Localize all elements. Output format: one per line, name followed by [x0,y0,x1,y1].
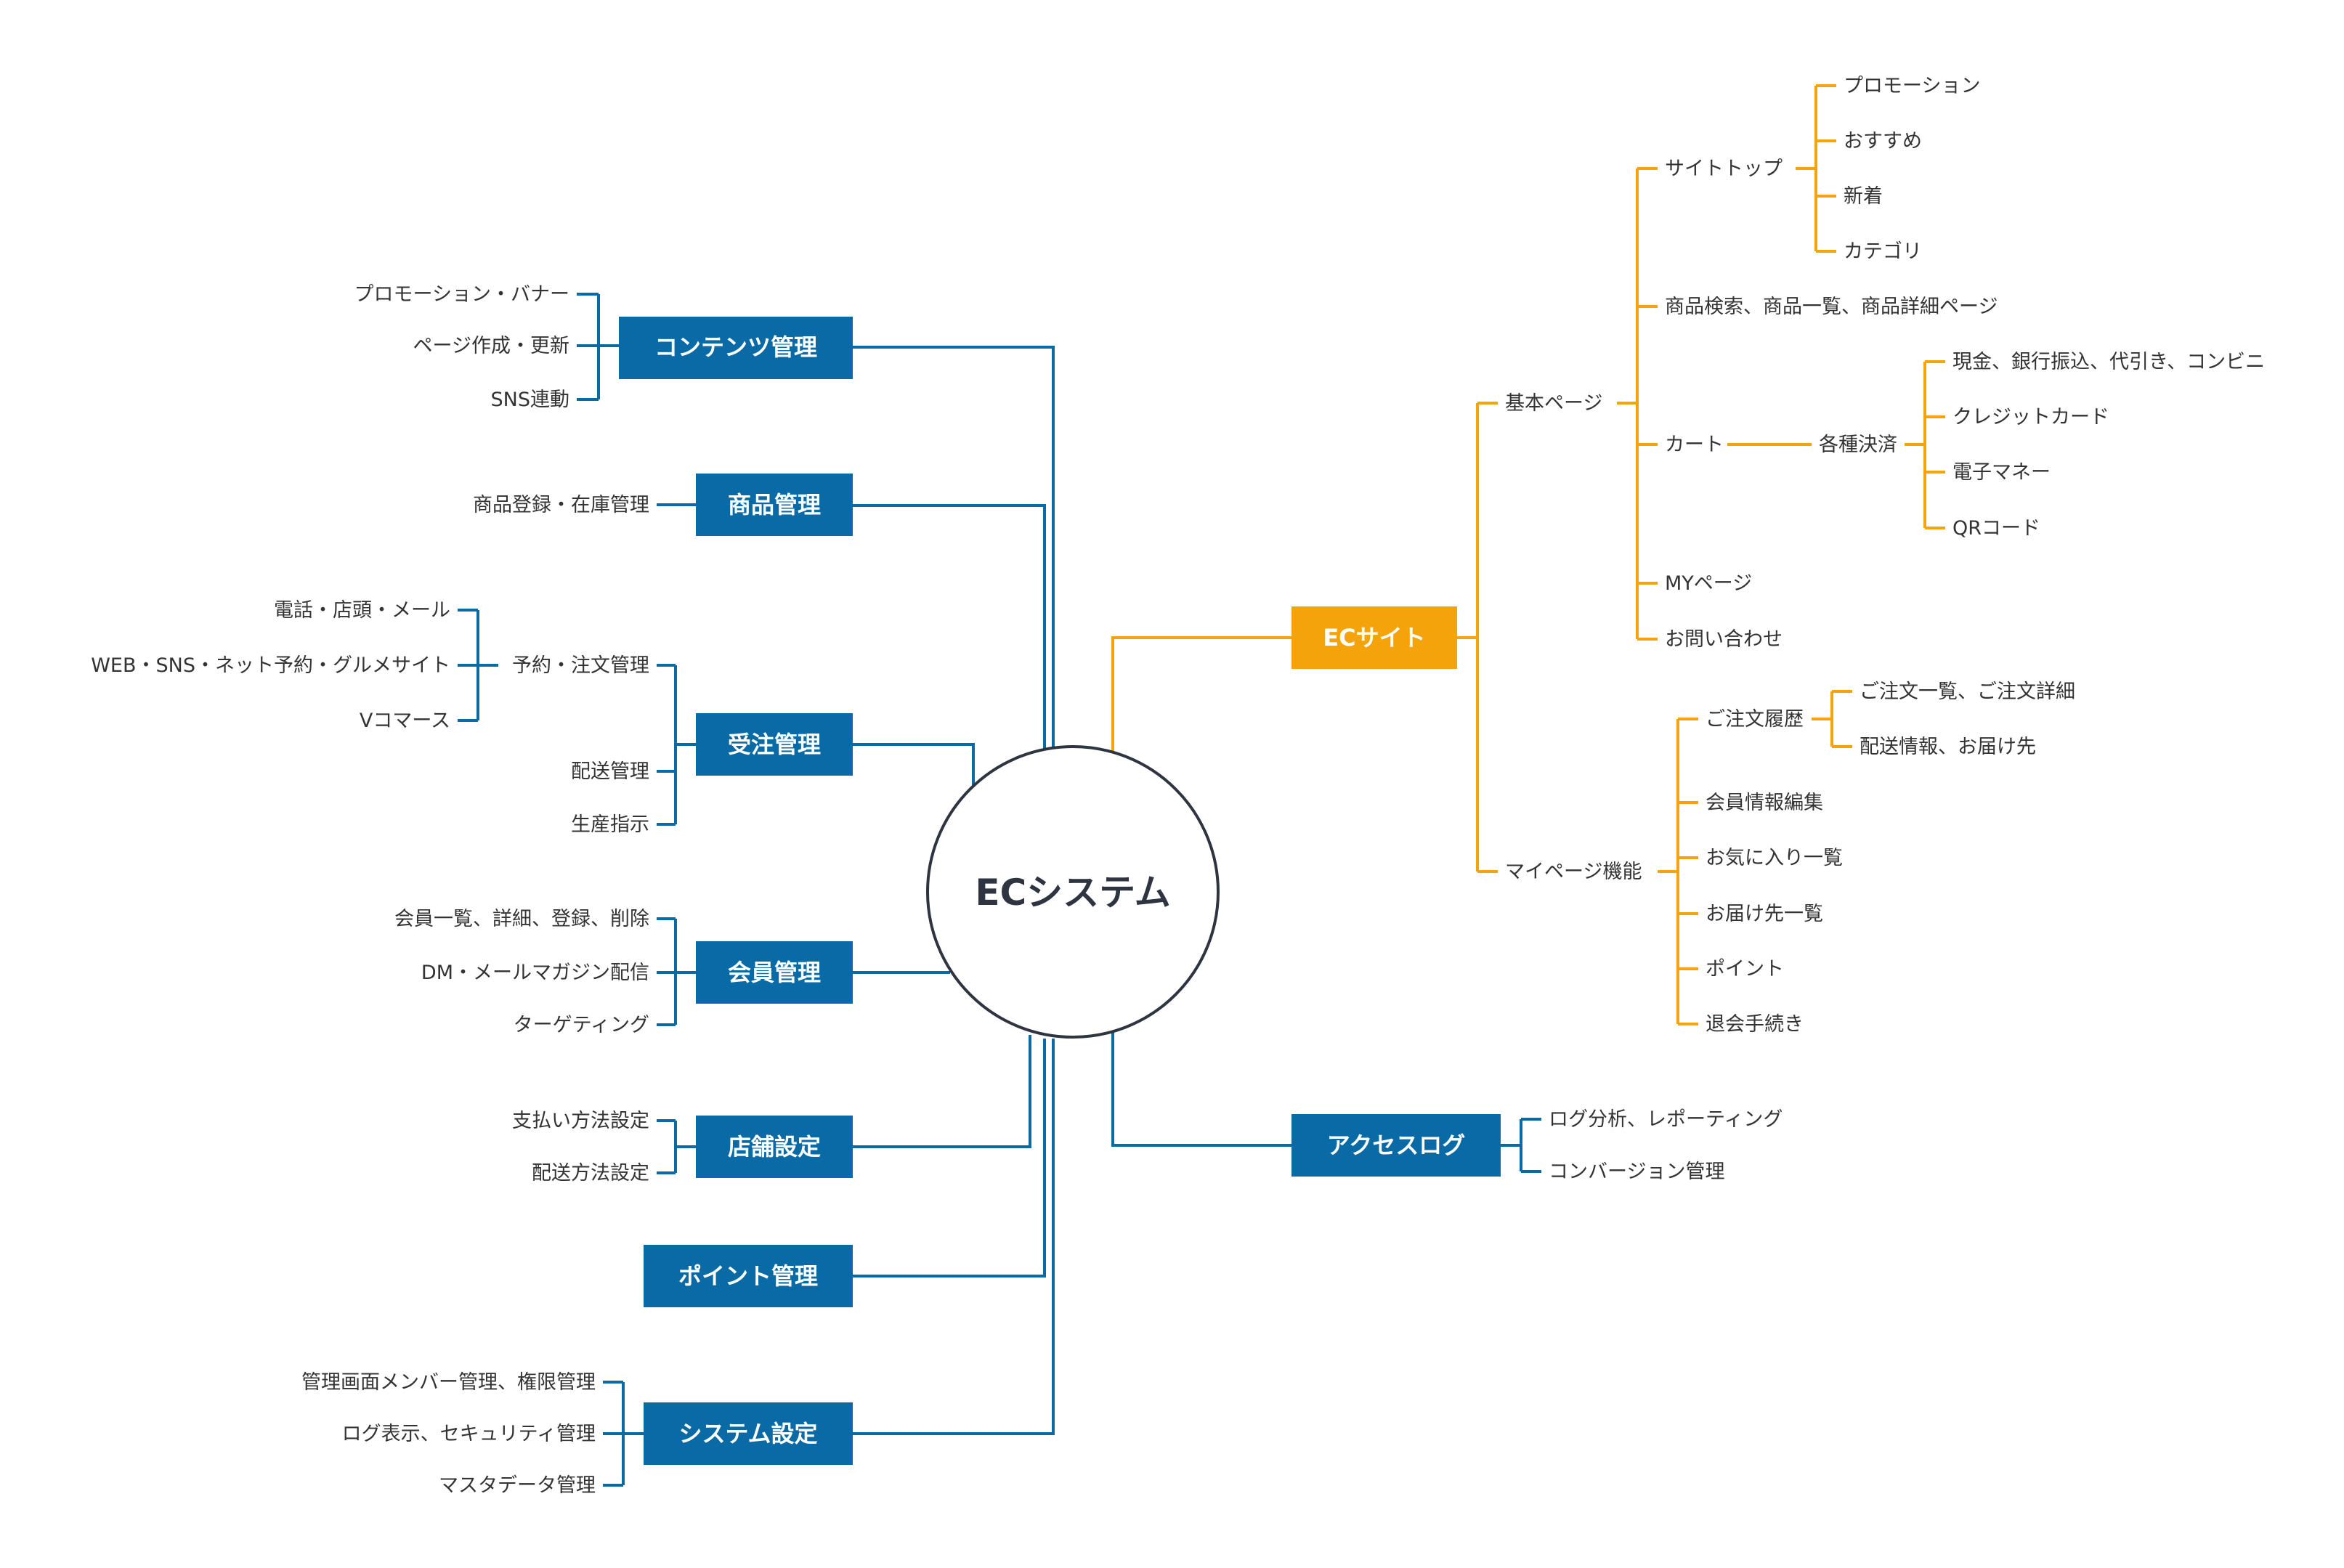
branch-label: ECサイト [1323,624,1425,651]
leaf-label: ページ作成・更新 [413,335,569,357]
branch-label: アクセスログ [1327,1132,1465,1159]
sub-branch-label: サイトトップ [1665,158,1783,180]
leaf-label: プロモーション・バナー [354,283,569,306]
left-connectors [458,293,1541,1487]
branch-box [1291,1114,1501,1177]
leaf-label: 退会手続き [1706,1013,1804,1036]
branch-label: ポイント管理 [678,1262,818,1290]
leaf-label: 支払い方法設定 [512,1110,649,1132]
branch-store[interactable]: 店舗設定 [696,1116,853,1178]
right-leaves: 基本ページ サイトトップ プロモーション おすすめ 新着 カテゴリ 商品検索、商… [1505,75,2265,1183]
branch-access[interactable]: アクセスログ [1291,1114,1501,1177]
branch-label: コンテンツ管理 [654,333,817,361]
leaf-label: 配送管理 [571,760,649,783]
leaf-label: プロモーション [1844,75,1980,97]
leaf-label: おすすめ [1844,130,1922,153]
branch-label: 受注管理 [728,731,821,758]
branch-product[interactable]: 商品管理 [696,474,853,536]
sub-branch-label: カート [1665,434,1724,456]
leaf-label: お届け先一覧 [1706,903,1823,925]
root-label: ECシステム [975,872,1170,914]
branch-label: システム設定 [678,1420,817,1447]
leaf-label: DM・メールマガジン配信 [421,962,649,984]
branch-box [619,317,853,379]
sub-branch-label: マイページ機能 [1505,861,1642,883]
sub-branch-label: 予約・注文管理 [512,654,649,677]
root-node[interactable]: ECシステム [926,745,1220,1039]
sub-branch-label: ご注文履歴 [1706,708,1804,731]
leaf-label: カテゴリ [1844,240,1922,263]
leaf-label: ご注文一覧、ご注文詳細 [1860,681,2075,703]
leaf-label: 会員一覧、詳細、登録、削除 [394,908,649,930]
leaf-label: 生産指示 [571,813,649,836]
branch-label: 店舗設定 [728,1133,821,1161]
branch-box [644,1245,853,1307]
branch-ecsite[interactable]: ECサイト [1291,606,1457,669]
leaf-label: SNS連動 [491,389,569,411]
leaf-label: 電子マネー [1952,461,2051,484]
leaf-label: クレジットカード [1952,406,2109,428]
leaf-label: 配送方法設定 [532,1162,649,1185]
leaf-label: 配送情報、お届け先 [1860,736,2036,758]
leaf-label: ポイント [1706,958,1784,980]
branch-label: 商品管理 [728,491,821,519]
branch-box [644,1402,853,1465]
leaf-label: ターゲティング [514,1014,649,1036]
branch-box [696,474,853,536]
branch-label: 会員管理 [728,959,821,986]
leaf-label: 現金、銀行振込、代引き、コンビニ [1952,351,2265,373]
branch-content[interactable]: コンテンツ管理 [619,317,853,379]
leaf-label: コンバージョン管理 [1549,1161,1724,1183]
leaf-label: 商品登録・在庫管理 [473,494,649,516]
branch-system[interactable]: システム設定 [644,1402,853,1465]
branch-member[interactable]: 会員管理 [696,941,853,1004]
branch-box [696,1116,853,1178]
leaf-label: 電話・店頭・メール [274,599,450,622]
leaf-label: QRコード [1952,517,2040,540]
sub-branch-label: 各種決済 [1819,434,1897,456]
leaf-label: 新着 [1844,185,1883,208]
branch-box [696,941,853,1004]
leaf-label: Vコマース [360,710,450,732]
right-connectors [1111,84,1945,1025]
leaf-label: お問い合わせ [1665,628,1783,651]
leaf-label: マスタデータ管理 [439,1474,596,1497]
left-leaves: プロモーション・バナー ページ作成・更新 SNS連動 商品登録・在庫管理 予約・… [91,283,649,1497]
sub-branch-label: 基本ページ [1505,392,1602,415]
branch-order[interactable]: 受注管理 [696,713,853,776]
leaf-label: MYページ [1665,572,1752,595]
branch-box [696,713,853,776]
leaf-label: 管理画面メンバー管理、権限管理 [301,1371,596,1394]
branch-point[interactable]: ポイント管理 [644,1245,853,1307]
leaf-label: ログ分析、レポーティング [1549,1108,1783,1131]
leaf-label: ログ表示、セキュリティ管理 [342,1423,596,1445]
leaf-label: 会員情報編集 [1706,792,1823,814]
leaf-label: お気に入り一覧 [1706,847,1843,869]
leaf-label: WEB・SNS・ネット予約・グルメサイト [91,654,450,677]
leaf-label: 商品検索、商品一覧、商品詳細ページ [1665,296,1998,318]
branch-box [1291,606,1457,669]
root-circle [926,745,1220,1039]
